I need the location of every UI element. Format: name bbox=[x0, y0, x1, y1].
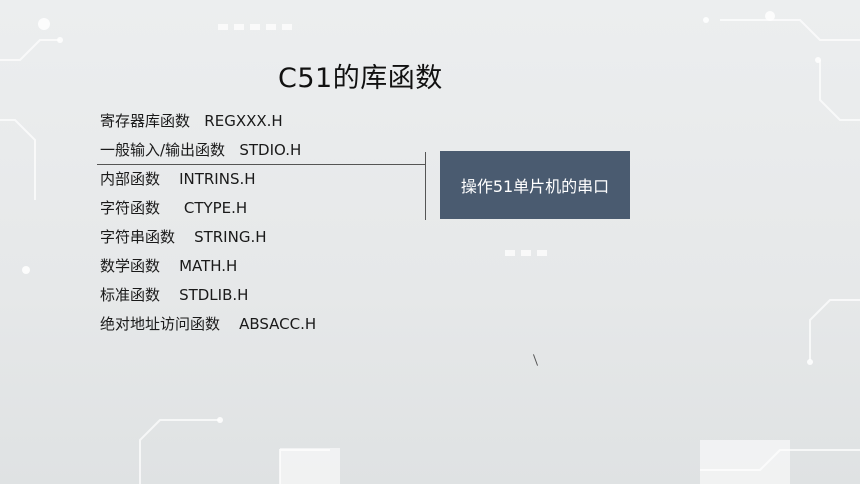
connector-bracket bbox=[425, 152, 426, 220]
callout-box: 操作51单片机的串口 bbox=[440, 151, 630, 219]
list-item: 字符串函数 STRING.H bbox=[100, 228, 267, 246]
list-item: 寄存器库函数 REGXXX.H bbox=[100, 112, 283, 130]
stray-mark bbox=[532, 354, 539, 366]
list-item: 数学函数 MATH.H bbox=[100, 257, 238, 275]
page-title: C51的库函数 bbox=[278, 63, 443, 94]
connector-line bbox=[97, 164, 425, 165]
list-item: 字符函数 CTYPE.H bbox=[100, 199, 248, 217]
library-list: 寄存器库函数 REGXXX.H 一般输入/输出函数 STDIO.H 内部函数 I… bbox=[100, 107, 316, 339]
list-item: 内部函数 INTRINS.H bbox=[100, 170, 256, 188]
list-item: 标准函数 STDLIB.H bbox=[100, 286, 249, 304]
list-item: 一般输入/输出函数 STDIO.H bbox=[100, 141, 302, 159]
list-item: 绝对地址访问函数 ABSACC.H bbox=[100, 315, 317, 333]
callout-label: 操作51单片机的串口 bbox=[460, 177, 610, 196]
